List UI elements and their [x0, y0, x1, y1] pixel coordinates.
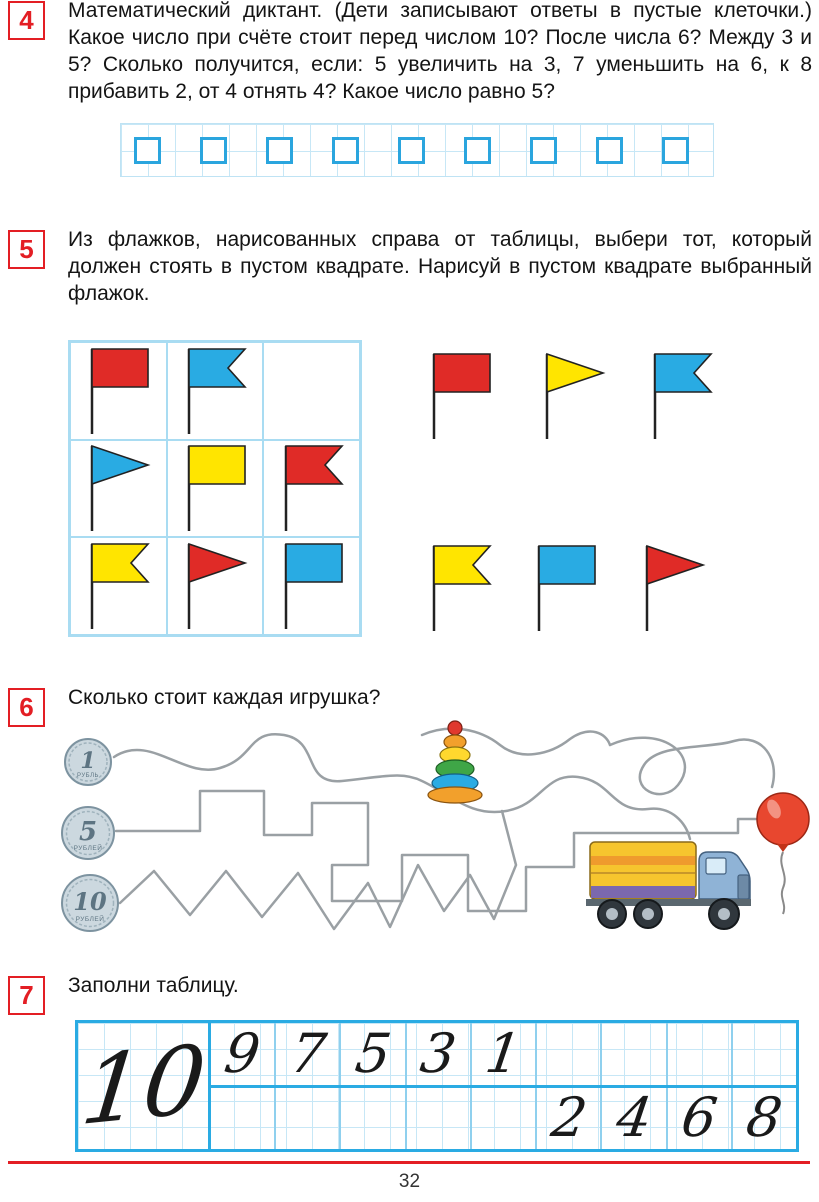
table-cell: 4	[602, 1086, 668, 1150]
task-5-number-box: 5	[8, 230, 45, 269]
table-cell-empty	[537, 1023, 603, 1085]
blue-notch-flag-icon	[187, 348, 247, 434]
table-cell: 8	[733, 1086, 796, 1150]
flag-choice-bottom-2	[530, 543, 600, 638]
flag-grid-cell	[70, 537, 167, 635]
handwritten-digit: 1	[481, 1021, 526, 1085]
answer-cell	[596, 136, 623, 164]
flag-choice-top-2	[538, 351, 608, 446]
handwritten-digit: 9	[221, 1021, 265, 1085]
maze-art: 1 РУБЛЬ 5 РУБЛЕЙ 10 РУБЛЕЙ	[61, 720, 810, 932]
flag-grid-cell	[263, 537, 360, 635]
flag-table	[68, 340, 362, 637]
coin-5-unit: РУБЛЕЙ	[74, 843, 103, 852]
table-cell-empty	[472, 1087, 538, 1149]
flag-choice-bottom-3	[638, 543, 708, 638]
coin-5-rubles: 5 РУБЛЕЙ	[61, 806, 115, 860]
flag-grid-cell-empty	[263, 342, 360, 440]
handwritten-digit: 2	[547, 1086, 591, 1150]
handwritten-digit: 7	[286, 1021, 330, 1085]
table-cell: 3	[407, 1021, 472, 1085]
flag-grid-cell	[166, 342, 264, 440]
coin-10-value: 10	[73, 887, 107, 916]
handwritten-number-10: 10	[75, 1024, 211, 1147]
handwritten-digit: 8	[742, 1086, 787, 1150]
red-rect-flag-icon	[432, 353, 491, 439]
coin-10-unit: РУБЛЕЙ	[76, 914, 105, 923]
handwritten-digit: 4	[612, 1086, 656, 1150]
red-tri-flag-icon	[645, 544, 706, 631]
table-cell-empty	[276, 1087, 342, 1149]
page-number: 32	[398, 1171, 421, 1192]
coin-1-unit: РУБЛЬ	[77, 773, 99, 779]
yellow-rect-flag-icon	[187, 445, 246, 532]
task-4-number-box: 4	[8, 1, 45, 40]
handwritten-digit: 3	[416, 1021, 460, 1085]
red-notch-flag-icon	[284, 445, 344, 532]
answer-cell	[266, 136, 293, 164]
answer-cell	[662, 136, 689, 164]
yellow-tri-flag-icon	[545, 352, 606, 439]
table-cell: 1	[472, 1021, 538, 1085]
fill-table: 10 9 7 5 3 1 2 4 6	[75, 1020, 799, 1152]
red-rect-flag-icon	[91, 348, 150, 434]
flag-choice-bottom-1	[425, 543, 495, 638]
flag-grid-cell	[263, 439, 360, 538]
flag-grid-cell	[166, 537, 264, 635]
blue-rect-flag-icon	[284, 543, 343, 630]
flag-grid-cell	[166, 439, 264, 538]
answer-cell	[134, 136, 161, 164]
red-tri-flag-icon	[187, 543, 248, 630]
table-cell-empty	[733, 1023, 796, 1085]
table-cell-10: 10	[75, 1023, 211, 1149]
answer-cells-strip	[120, 123, 714, 177]
task-5-text: Из флажков, нарисованных справа от табли…	[68, 228, 812, 305]
footer-rule	[8, 1161, 810, 1164]
table-cell-empty	[668, 1023, 733, 1085]
table-bottom-row: 2 4 6 8	[211, 1086, 796, 1150]
answer-cell	[464, 136, 491, 164]
table-cell-empty	[602, 1023, 668, 1085]
yellow-notch-flag-icon	[432, 545, 492, 631]
answer-cell	[332, 136, 359, 164]
coin-5-value: 5	[79, 817, 97, 847]
table-cell: 6	[668, 1086, 733, 1150]
task-7-text: Заполни таблицу.	[68, 974, 239, 997]
pyramid-toy-icon	[427, 720, 483, 804]
answer-cell	[398, 136, 425, 164]
coin-10-rubles: 10 РУБЛЕЙ	[61, 874, 119, 932]
table-top-row: 9 7 5 3 1	[211, 1021, 796, 1088]
blue-tri-flag-icon	[91, 445, 151, 532]
task-4-text: Математический диктант. (Дети записывают…	[68, 0, 812, 103]
coin-1-ruble: 1 РУБЛЬ	[64, 738, 112, 786]
flag-choice-top-1	[425, 351, 495, 446]
task-6-text: Сколько стоит каждая игрушка?	[68, 686, 381, 709]
table-cell: 2	[537, 1086, 603, 1150]
coin-1-value: 1	[80, 748, 95, 774]
flag-grid-cell	[70, 342, 167, 440]
table-cell-empty	[341, 1087, 407, 1149]
table-cell: 5	[341, 1021, 407, 1085]
table-cell-empty	[211, 1087, 277, 1149]
blue-rect-flag-icon	[537, 545, 596, 631]
table-cell: 9	[211, 1021, 277, 1085]
flag-choice-top-3	[646, 351, 716, 446]
handwritten-digit: 6	[677, 1086, 721, 1150]
answer-cell	[200, 136, 227, 164]
yellow-notch-flag-icon	[91, 543, 151, 630]
balloon-icon	[756, 792, 810, 915]
table-cell: 7	[276, 1021, 342, 1085]
task-6-number-box: 6	[8, 688, 45, 727]
blue-notch-flag-icon	[653, 353, 713, 439]
flag-grid-cell	[70, 439, 167, 538]
truck-icon	[586, 841, 751, 930]
handwritten-digit: 5	[351, 1021, 395, 1085]
table-cell-empty	[407, 1087, 472, 1149]
task-7-number-box: 7	[8, 976, 45, 1015]
answer-cell	[530, 136, 557, 164]
